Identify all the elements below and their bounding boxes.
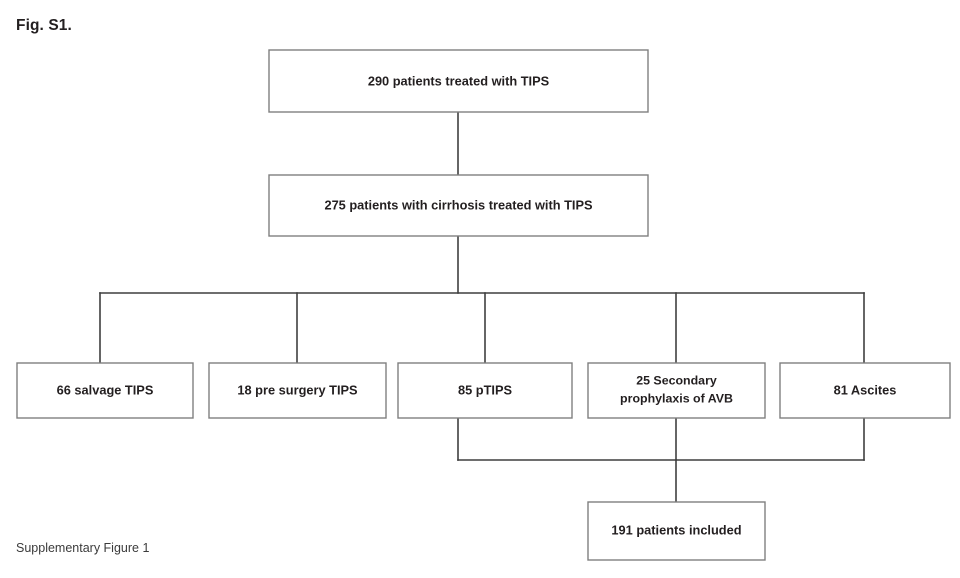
node-box bbox=[268, 49, 649, 113]
figure-label: Fig. S1. bbox=[16, 17, 72, 34]
node-label: 81 Ascites bbox=[834, 382, 897, 397]
node-box bbox=[268, 174, 649, 237]
node-label: 85 pTIPS bbox=[458, 382, 513, 397]
node-box bbox=[208, 362, 387, 419]
node-85-ptips[interactable]: 85 pTIPS bbox=[397, 362, 573, 419]
node-label-line1: 25 Secondary bbox=[636, 373, 717, 387]
node-label: 290 patients treated with TIPS bbox=[368, 73, 550, 88]
node-290-patients-treated-with-tips[interactable]: 290 patients treated with TIPS bbox=[268, 49, 649, 113]
node-label: 191 patients included bbox=[611, 522, 741, 537]
node-25-secondary-prophylaxis-of-avb[interactable]: 25 Secondary prophylaxis of AVB bbox=[587, 362, 766, 419]
node-label: 66 salvage TIPS bbox=[57, 382, 154, 397]
node-81-ascites[interactable]: 81 Ascites bbox=[779, 362, 951, 419]
figure-caption: Supplementary Figure 1 bbox=[16, 541, 150, 555]
node-18-pre-surgery-tips[interactable]: 18 pre surgery TIPS bbox=[208, 362, 387, 419]
node-label: 275 patients with cirrhosis treated with… bbox=[324, 197, 593, 212]
node-66-salvage-tips[interactable]: 66 salvage TIPS bbox=[16, 362, 194, 419]
node-box bbox=[587, 501, 766, 561]
node-191-patients-included[interactable]: 191 patients included bbox=[587, 501, 766, 561]
node-box bbox=[587, 362, 766, 419]
node-box bbox=[397, 362, 573, 419]
node-box bbox=[779, 362, 951, 419]
node-275-patients-with-cirrhosis[interactable]: 275 patients with cirrhosis treated with… bbox=[268, 174, 649, 237]
node-label-line2: prophylaxis of AVB bbox=[620, 391, 733, 405]
node-box bbox=[16, 362, 194, 419]
node-label: 18 pre surgery TIPS bbox=[237, 382, 358, 397]
